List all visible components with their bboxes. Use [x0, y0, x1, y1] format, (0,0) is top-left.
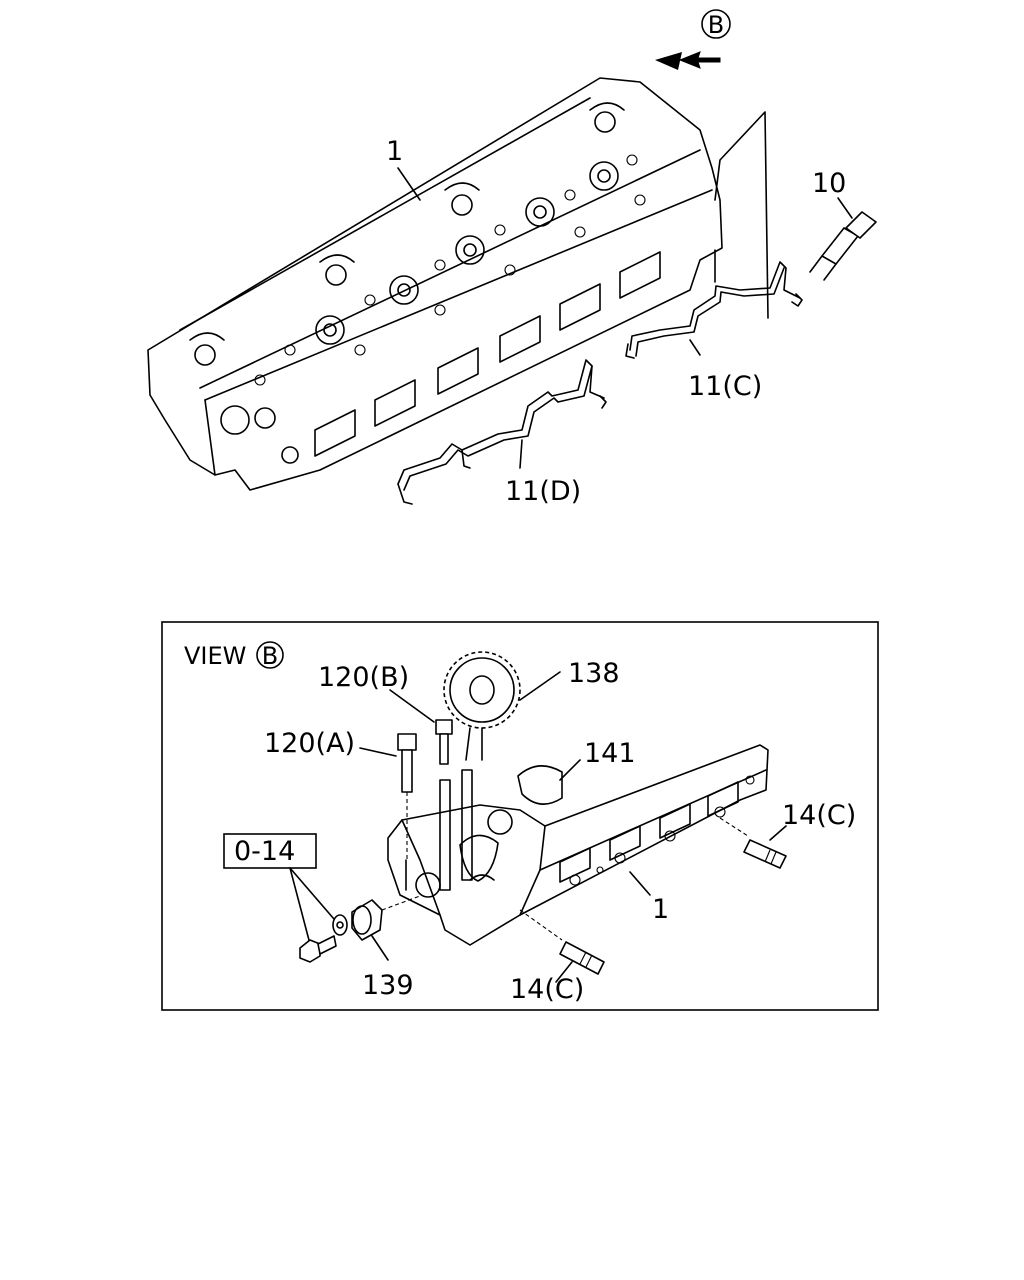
- label-idler: 139: [362, 970, 414, 1001]
- view-marker-top: B: [701, 9, 731, 39]
- leader-head: [397, 167, 421, 201]
- harness-11d: [397, 359, 607, 505]
- label-head: 1: [386, 136, 403, 167]
- harness-11c: [625, 261, 803, 359]
- leader-head-view: [629, 871, 651, 896]
- label-harness-c: 11(C): [688, 371, 762, 402]
- view-b-frame: [161, 621, 879, 1011]
- leader-harness-c-2: [714, 111, 769, 319]
- label-glow-plug: 10: [812, 168, 846, 199]
- cylinder-head-view-b: [387, 744, 769, 946]
- leader-gear: [519, 671, 561, 701]
- view-title: VIEW: [184, 642, 246, 670]
- label-cap: 141: [584, 738, 636, 769]
- label-bolt-a: 120(A): [264, 728, 355, 759]
- svg-text:B: B: [708, 11, 724, 39]
- leader-harness-d: [519, 439, 523, 469]
- label-ref-box: 0-14: [234, 836, 295, 867]
- hex-bolt: [299, 935, 337, 963]
- label-head-view: 1: [652, 894, 669, 925]
- bolt-120b: [435, 719, 453, 765]
- label-bolt-b: 120(B): [318, 662, 409, 693]
- cap-141: [517, 765, 563, 805]
- leader-ref-bolt: [289, 867, 311, 945]
- stud-upper: [743, 839, 787, 869]
- leader-cap: [559, 759, 581, 781]
- leader-bolt-a: [359, 747, 397, 757]
- label-gear: 138: [568, 658, 620, 689]
- bolt-120a: [397, 733, 417, 793]
- view-marker-box: B: [256, 641, 284, 670]
- label-harness-d: 11(D): [505, 476, 581, 507]
- view-direction-arrow: [655, 51, 721, 70]
- leader-idler: [371, 935, 389, 961]
- idler-hub-139: [332, 899, 383, 941]
- glow-plug-10: [809, 211, 877, 281]
- stud-lower: [559, 941, 605, 975]
- label-stud-lower: 14(C): [510, 974, 584, 1005]
- cylinder-head-main: [147, 77, 723, 491]
- leader-glow-plug: [837, 197, 853, 219]
- leader-stud-upper: [769, 825, 787, 841]
- leader-bolt-b: [389, 689, 435, 723]
- leader-ref-washer: [289, 867, 341, 927]
- leader-stud-lower: [555, 961, 573, 983]
- idler-gear-138: [443, 651, 521, 761]
- svg-text:B: B: [262, 642, 278, 670]
- leader-harness-c: [689, 339, 701, 356]
- ref-box: [223, 833, 317, 869]
- label-stud-upper: 14(C): [782, 800, 856, 831]
